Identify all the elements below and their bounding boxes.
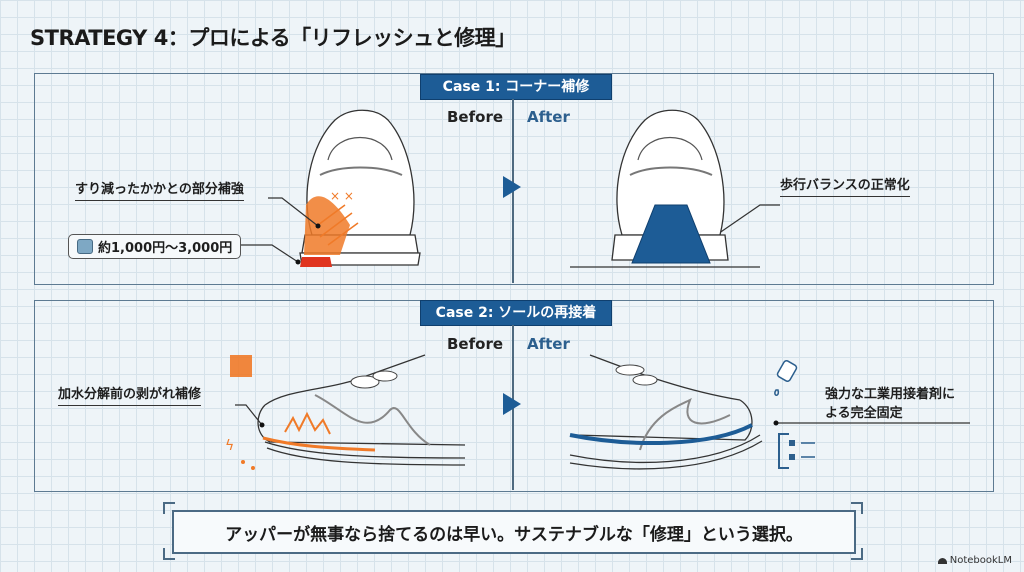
price-badge: 約1,000円〜3,000円 [68,234,242,259]
case1-callout-left: すり減ったかかとの部分補強 [75,178,244,201]
case1-panel [34,73,994,285]
clamp-icon [778,433,815,469]
watermark: NotebookLM [937,555,1012,566]
coins-icon [77,239,93,254]
reglued-sole-shoe-illustration [569,354,763,470]
case2-callout-left: 加水分解前の剥がれ補修 [58,383,202,406]
case2-before-label: Before [447,335,504,353]
case1-before-label: Before [447,108,504,126]
frame-corner [851,502,863,514]
case1-arrow-icon [503,176,521,198]
peeling-icon [230,355,252,377]
frame-corner [163,502,175,514]
case2-callout-right-line1: 強力な工業用接着剤に [825,387,956,402]
case2-badge: Case 2: ソールの再接着 [420,300,612,326]
svg-text:× ×: × × [330,189,354,203]
bottom-message: アッパーが無事なら捨てるのは早い。サステナブルな「修理」という選択。 [225,524,803,545]
notebooklm-logo-icon [937,557,947,564]
bottom-message-box: アッパーが無事なら捨てるのは早い。サステナブルな「修理」という選択。 [172,510,856,554]
price-text: 約1,000円〜3,000円 [98,241,233,256]
worn-heel-shoe-illustration: × × [299,109,421,267]
frame-corner [163,548,175,560]
case2-callout-right: 強力な工業用接着剤に よる完全固定 [825,385,955,423]
case1-badge: Case 1: コーナー補修 [420,74,612,100]
glue-bottle-icon [774,360,798,396]
case1-callout-right: 歩行バランスの正常化 [780,174,910,197]
case2-arrow-icon [503,393,521,415]
frame-corner [851,548,863,560]
case2-callout-right-line2: よる完全固定 [825,406,903,421]
page-title: STRATEGY 4：プロによる「リフレッシュと修理」 [30,26,516,50]
case2-after-label: After [527,335,570,353]
repaired-heel-shoe-illustration [570,109,760,268]
case1-after-label: After [527,108,570,126]
peeling-sole-shoe-illustration: ϟ [225,354,466,470]
watermark-text: NotebookLM [949,555,1012,566]
crack-icon: ϟ [225,438,234,454]
